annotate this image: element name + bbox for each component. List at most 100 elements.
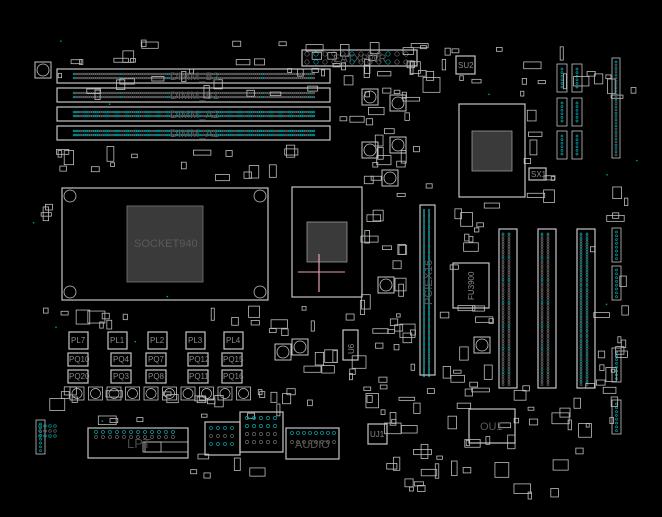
smd-component	[197, 453, 210, 460]
u6-chip[interactable]: U6	[342, 329, 359, 361]
smd-component	[378, 376, 388, 383]
pcie-pin	[427, 247, 431, 251]
pci-pin	[507, 306, 511, 310]
pci-pin	[546, 283, 550, 287]
fu3900-chip[interactable]: FU3900	[452, 262, 490, 309]
dimm-pin	[234, 129, 238, 133]
pci-pin	[585, 237, 589, 241]
dimm-pin	[76, 91, 80, 95]
inductor-pl7[interactable]: PL7	[68, 331, 89, 350]
pci-pin	[501, 250, 505, 254]
dimm-pin	[107, 91, 111, 95]
smd-component	[130, 58, 136, 63]
pci-pin	[501, 293, 505, 297]
dimm-slot-4[interactable]: DIMM_A1	[56, 125, 331, 141]
dimm-pin	[113, 133, 117, 137]
dimm-pin	[257, 133, 260, 137]
dimm-pin	[113, 129, 117, 133]
dimm-pin	[261, 76, 264, 80]
pci-slot-3[interactable]	[576, 228, 596, 389]
smd-component	[297, 68, 304, 77]
mosfet-pq3[interactable]: PQ3	[110, 369, 132, 384]
smd-component	[389, 318, 399, 327]
pcie-pin	[422, 270, 426, 273]
pci-pin	[579, 286, 583, 289]
pci-pin	[540, 347, 544, 351]
dimm-slot-3[interactable]: DIMM_A2	[56, 106, 331, 122]
dimm-pin	[148, 110, 152, 114]
northbridge-chip[interactable]	[291, 186, 363, 298]
dimm-pin	[308, 95, 312, 99]
pciex16-slot[interactable]: PCIEX16	[419, 204, 436, 376]
mosfet-pq4[interactable]: PQ4	[110, 352, 132, 367]
dimm-pin	[150, 133, 154, 137]
dimm-pin	[132, 133, 135, 137]
lpt-connector[interactable]: LPT	[87, 427, 189, 459]
inductor-pl1[interactable]: PL1	[107, 331, 128, 350]
smd-component	[389, 412, 397, 426]
pci-pin	[579, 250, 583, 254]
via	[605, 303, 608, 306]
pci-pin	[501, 286, 505, 289]
ou1-chip[interactable]: OU1	[468, 408, 516, 444]
dimm-pin	[253, 72, 256, 76]
mosfet-pq16[interactable]: PQ16	[221, 369, 244, 384]
dimm-pin	[292, 114, 295, 118]
pci-pin	[507, 237, 511, 241]
su2-chip[interactable]: SU2	[455, 55, 476, 75]
pcie-pin	[427, 317, 431, 320]
dimm-pin	[218, 133, 221, 137]
pci-pin	[546, 362, 550, 366]
dimm-pin	[249, 110, 252, 114]
sx1-crystal[interactable]: SX1	[528, 167, 547, 181]
dimm-pin	[119, 72, 123, 76]
cpu-socket[interactable]: SOCKET940	[61, 187, 269, 301]
smd-component	[141, 41, 159, 49]
inductor-pl3[interactable]: PL3	[185, 331, 206, 350]
inductor-pl2[interactable]: PL2	[147, 331, 168, 350]
dimm-slot-1[interactable]: DIMM_B2	[56, 68, 331, 84]
pcie-pin	[427, 340, 431, 343]
eatxpwr-connector[interactable]: EATXPWR	[301, 49, 418, 67]
pci-pin	[540, 235, 544, 238]
power-pin	[358, 51, 364, 57]
mosfet-pq7[interactable]: PQ7	[145, 352, 167, 367]
pcie-pin	[422, 319, 426, 322]
dimm-pin	[277, 133, 281, 137]
dimm-pin	[302, 114, 305, 118]
mosfet-pq11[interactable]: PQ11	[187, 369, 209, 384]
pci-pin	[585, 235, 589, 238]
pci-pin	[585, 293, 589, 297]
smd-component	[464, 388, 473, 397]
pci-pin	[540, 281, 544, 284]
header-pin	[615, 362, 618, 365]
smd-component	[243, 171, 253, 179]
inductor-pl4[interactable]: PL4	[223, 331, 244, 350]
mosfet-pq15[interactable]: PQ15	[221, 352, 244, 367]
smd-component	[215, 174, 230, 182]
dimm-pin	[304, 129, 307, 133]
pci-slot-2[interactable]	[537, 228, 557, 389]
audio-connector[interactable]: AUDIO	[285, 427, 340, 460]
mosfet-pq8[interactable]: PQ8	[145, 369, 167, 384]
dimm-label: DIMM_A2	[170, 109, 219, 121]
pci-slot-1[interactable]	[498, 228, 518, 389]
mosfet-pq12[interactable]: PQ12	[187, 352, 210, 367]
dimm-pin	[117, 91, 121, 95]
southbridge-chip[interactable]	[458, 103, 526, 198]
smd-component	[349, 115, 365, 123]
header-pin	[575, 67, 579, 71]
pci-pin	[585, 263, 589, 266]
mosfet-pq10[interactable]: PQ10	[67, 352, 90, 367]
dimm-slot-2[interactable]: DIMM_B1	[56, 87, 331, 103]
uj1-chip[interactable]: UJ1	[367, 423, 388, 445]
mosfet-pq20[interactable]: PQ20	[67, 369, 90, 384]
smd-component	[60, 310, 69, 316]
dimm-pin	[103, 129, 106, 133]
lpt-pin	[101, 435, 105, 439]
lpt-pin	[115, 430, 119, 434]
dimm-pin	[162, 129, 166, 133]
lan-connector[interactable]	[239, 411, 284, 453]
dimm-pin	[165, 91, 168, 95]
